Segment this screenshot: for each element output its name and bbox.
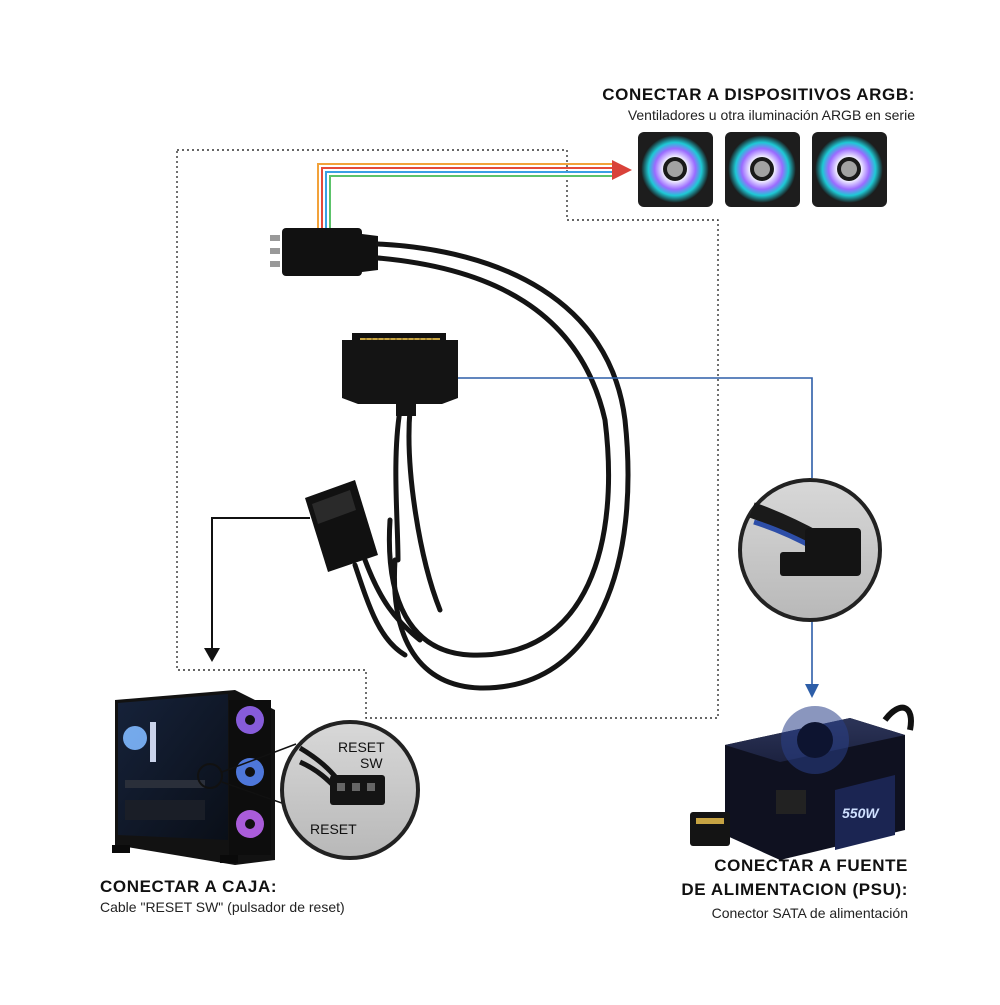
psu-subtitle: Conector SATA de alimentación xyxy=(711,905,908,921)
arrow-to-psu xyxy=(458,377,819,698)
psu-title-line2: DE ALIMENTACION (PSU): xyxy=(681,880,908,899)
argb-fan-icon xyxy=(725,132,800,207)
psu-title-line1: CONECTAR A FUENTE xyxy=(714,856,908,875)
sata-connector-icon xyxy=(342,333,458,416)
case-zoom-origin xyxy=(197,763,223,789)
arrow-to-fans-icon xyxy=(612,160,632,180)
case-title: CONECTAR A CAJA: xyxy=(100,877,278,896)
argb-title: CONECTAR A DISPOSITIVOS ARGB: xyxy=(602,85,915,104)
arrow-down-icon xyxy=(204,648,220,662)
arrow-down-blue-icon xyxy=(805,684,819,698)
reset-sw-zoom-label: RESET SW xyxy=(338,739,388,771)
argb-cable-to-fans xyxy=(317,160,632,230)
case-subtitle: Cable "RESET SW" (pulsador de reset) xyxy=(100,899,345,915)
reset-zoom-callout: RESET SW RESET xyxy=(280,720,420,860)
reset-zoom-label: RESET xyxy=(310,821,357,837)
arrow-to-case xyxy=(204,517,310,662)
argb-subtitle: Ventiladores u otra iluminación ARGB en … xyxy=(627,107,915,123)
splitter-cables xyxy=(352,241,631,691)
psu-icon: 550W xyxy=(690,704,914,860)
psu-wattage-label: 550W xyxy=(842,805,880,821)
dotted-boundary xyxy=(176,149,719,719)
reset-switch-connector-icon xyxy=(305,480,378,572)
argb-fans xyxy=(638,132,887,207)
argb-fan-icon xyxy=(638,132,713,207)
argb-fan-icon xyxy=(812,132,887,207)
sata-zoom-callout xyxy=(738,478,882,622)
pc-case-icon xyxy=(112,690,275,865)
argb-header-icon xyxy=(270,228,378,276)
